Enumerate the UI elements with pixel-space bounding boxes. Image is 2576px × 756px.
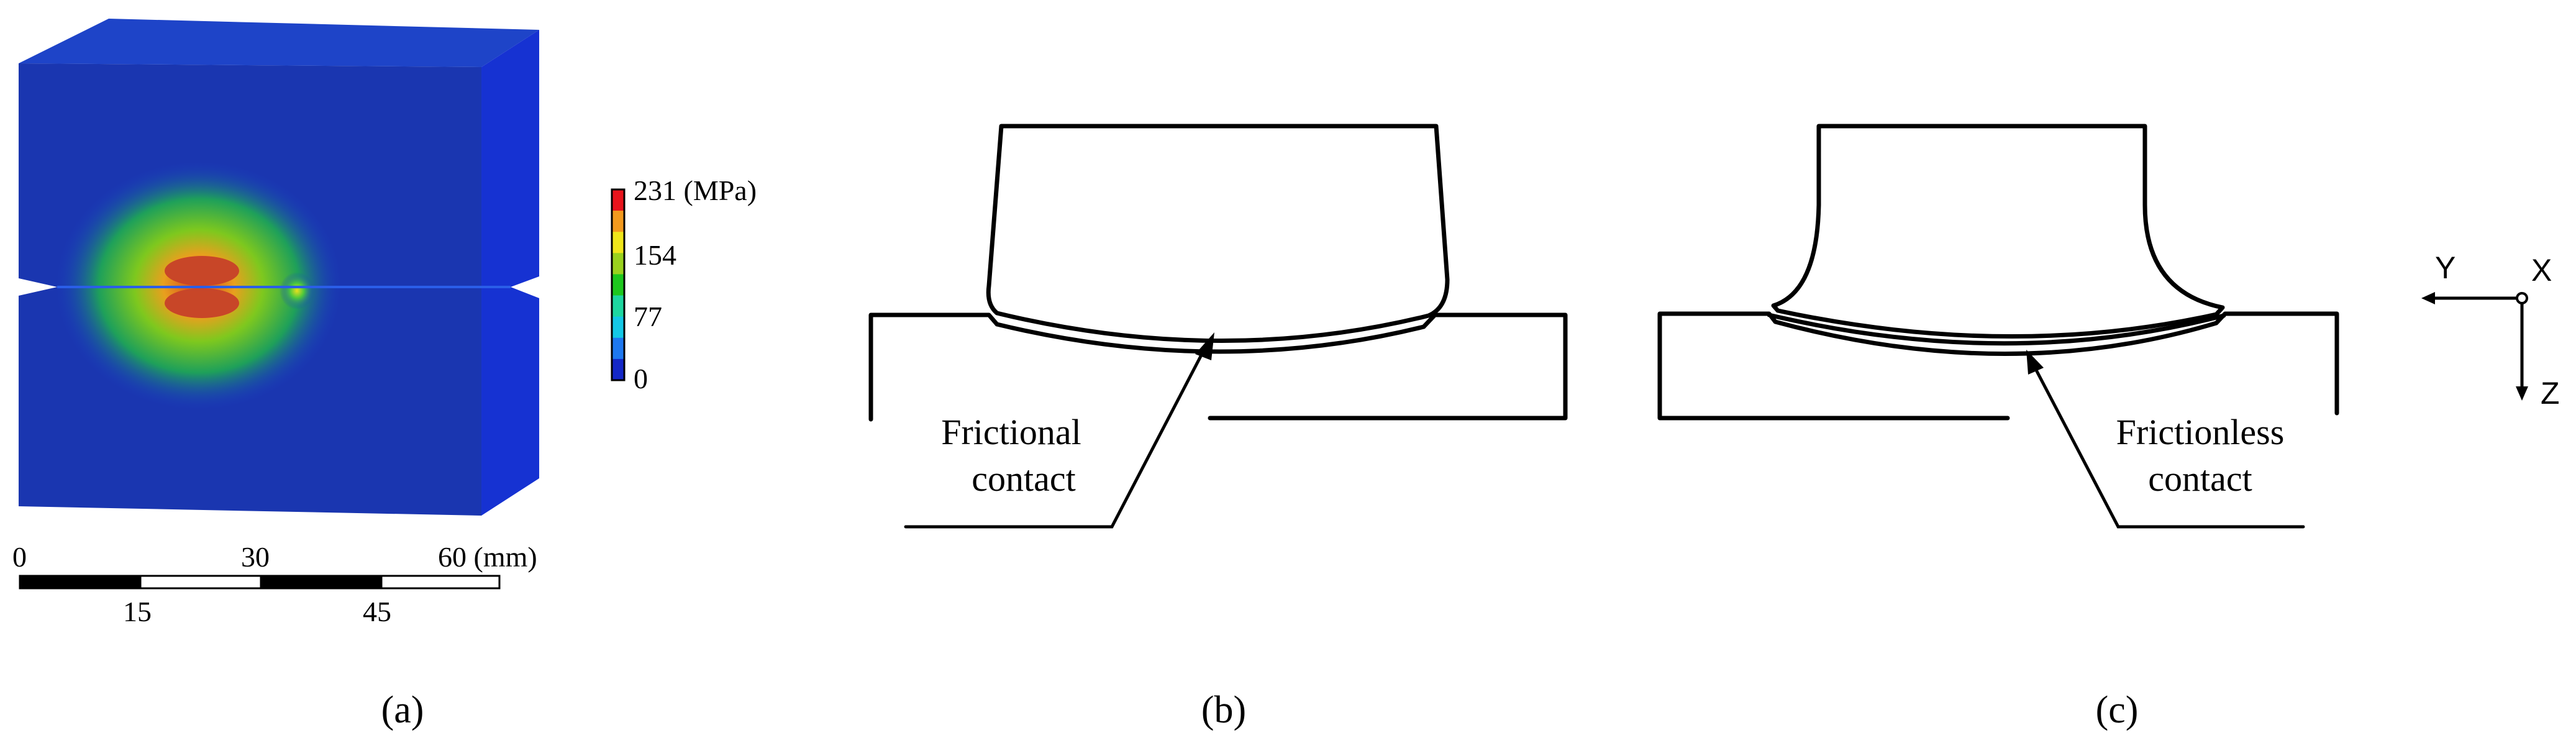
legend-max-label: 231 (MPa) <box>634 175 757 206</box>
z-axis-label: Z <box>2541 376 2560 411</box>
notch-left <box>19 278 57 296</box>
legend-swatch <box>612 295 624 317</box>
y-axis-label: Y <box>2435 250 2455 285</box>
scale-segment-3 <box>260 575 383 590</box>
panel-c-label: (c) <box>2096 689 2139 731</box>
z-axis-arrowhead <box>2516 386 2528 401</box>
contact-arc-b <box>994 322 1426 354</box>
panel-b-label: (b) <box>1201 689 1246 731</box>
legend-swatch <box>612 358 624 381</box>
y-axis-arrowhead <box>2421 292 2435 304</box>
block-side-face <box>481 30 539 516</box>
legend-color-bar <box>612 189 624 381</box>
frictional-contact-diagram: Frictional contact <box>868 124 1568 529</box>
legend-swatch <box>612 232 624 253</box>
annotation-c-line1: Frictionless <box>2116 412 2285 452</box>
scale-segment-4 <box>380 575 501 590</box>
x-axis-origin <box>2516 292 2528 304</box>
legend-swatch <box>612 253 624 275</box>
legend-swatch <box>612 316 624 339</box>
stress-core-upper <box>165 256 239 286</box>
legend-swatch <box>612 189 624 211</box>
lower-part-b <box>868 312 1568 422</box>
pointer-b-head <box>1195 332 1214 360</box>
scale-segment-2 <box>139 575 262 590</box>
legend-label-154: 154 <box>634 239 676 271</box>
annotation-c-line2: contact <box>2148 458 2252 499</box>
legend-frame <box>611 188 626 381</box>
stress-contour-model <box>19 19 539 516</box>
axes-triad: Y X Z <box>2421 250 2560 411</box>
scale-label-30: 30 <box>241 541 270 573</box>
annotation-b-line2: contact <box>972 458 1075 499</box>
legend-label-77: 77 <box>634 301 662 332</box>
scale-label-15: 15 <box>123 596 152 627</box>
legend-swatch <box>612 211 624 232</box>
notch-right <box>511 276 539 298</box>
block-top-face <box>19 19 539 67</box>
legend-label-0: 0 <box>634 363 648 394</box>
lower-part-c <box>1657 311 2339 421</box>
scale-label-0: 0 <box>12 541 27 573</box>
pointer-b <box>904 346 1207 529</box>
annotation-b-line1: Frictional <box>941 412 1081 452</box>
upper-part-b <box>986 124 1450 344</box>
x-axis-label: X <box>2531 253 2552 288</box>
contact-arc-c <box>1767 312 2226 346</box>
scale-label-45: 45 <box>363 596 391 627</box>
panel-a-label: (a) <box>381 689 424 731</box>
scale-label-60: 60 (mm) <box>438 541 537 573</box>
stress-legend: 231 (MPa) 154 77 0 <box>611 175 757 394</box>
pointer-c-head <box>2026 350 2044 375</box>
scale-bar: 0 30 60 (mm) 15 45 <box>12 541 537 627</box>
upper-part-c <box>1771 124 2225 339</box>
stress-secondary-spot <box>280 272 314 309</box>
pointer-c <box>2032 365 2305 529</box>
scale-segment-1 <box>19 575 142 590</box>
legend-swatch <box>612 337 624 360</box>
stress-core-lower <box>165 288 239 318</box>
frictionless-contact-diagram: Frictionless contact <box>1657 124 2339 529</box>
legend-swatch <box>612 274 624 296</box>
